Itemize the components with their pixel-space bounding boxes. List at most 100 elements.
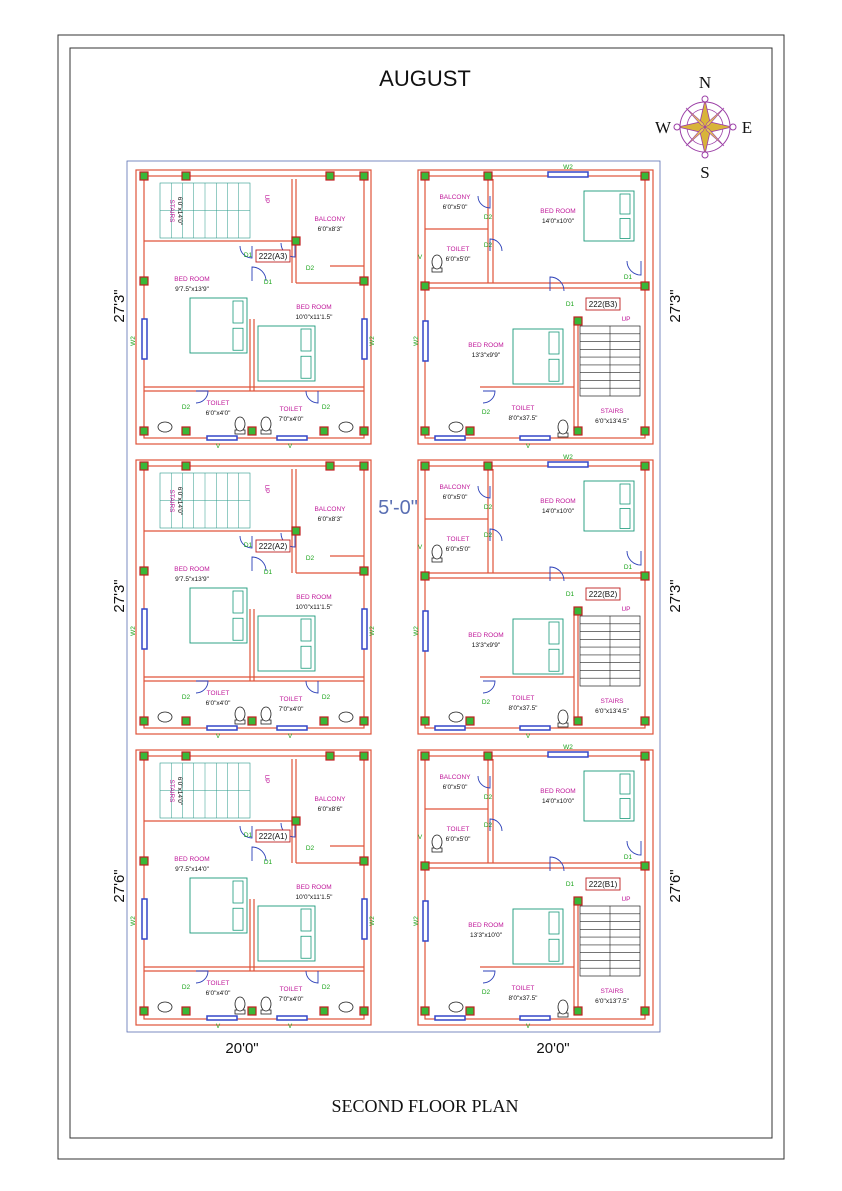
door-d1-tag: D1 — [624, 564, 633, 571]
door-d2-tag: D2 — [484, 794, 493, 801]
door-d2-tag: D2 — [482, 989, 491, 996]
door-swing — [477, 775, 491, 789]
bedroom1-label: BED ROOM — [174, 856, 209, 863]
stairs-icon — [579, 905, 641, 977]
toilet2-dimension: 7'0"x4'0" — [279, 996, 304, 1003]
basin-icon — [338, 711, 354, 723]
ventilator-tag: V — [216, 1023, 221, 1030]
toilet1-label: TOILET — [447, 826, 470, 833]
bedroom2-label: BED ROOM — [468, 342, 503, 349]
column-marker — [247, 1006, 257, 1016]
column-marker — [483, 171, 493, 181]
column-marker — [573, 426, 583, 436]
door-swing — [239, 245, 253, 259]
door-d1-tag: D1 — [244, 542, 253, 549]
column-marker — [420, 716, 430, 726]
bed-icon — [583, 480, 635, 532]
balcony-dimension: 6'0"x8'3" — [318, 516, 343, 523]
row3-right-height: 27'3" — [667, 289, 684, 322]
stairs-icon — [159, 472, 251, 529]
window-w2-tag: W2 — [413, 626, 420, 636]
toilet2-label: TOILET — [512, 985, 535, 992]
stairs-up-label: UP — [621, 316, 630, 323]
window — [519, 435, 551, 441]
compass-west: W — [655, 118, 672, 137]
window — [141, 318, 148, 360]
door-swing — [549, 566, 565, 582]
door-d2-tag: D2 — [484, 504, 493, 511]
row1-left-height: 27'6" — [111, 869, 128, 902]
stairs-label: STAIRS — [168, 780, 175, 804]
window — [141, 898, 148, 940]
column-marker — [573, 606, 583, 616]
stairs-label: STAIRS — [168, 200, 175, 224]
stairs-icon — [159, 762, 251, 819]
door-swing — [489, 238, 503, 252]
stairs-icon — [579, 325, 641, 397]
door-swing — [251, 556, 267, 572]
door-d2-tag: D2 — [322, 984, 331, 991]
column-marker — [465, 426, 475, 436]
toilet1-dimension: 6'0"x4'0" — [206, 700, 231, 707]
toilet1-dimension: 6'0"x4'0" — [206, 410, 231, 417]
column-marker — [483, 751, 493, 761]
stairs-dimension: 6'0"x13'7.5" — [595, 998, 630, 1005]
toilet-icon — [431, 254, 443, 273]
column-marker — [139, 716, 149, 726]
bed-icon — [583, 770, 635, 822]
bedroom1-dimension: 9'7.5"x13'9" — [175, 576, 210, 583]
door-swing — [305, 390, 319, 404]
door-swing — [626, 840, 642, 856]
balcony-label: BALCONY — [439, 484, 471, 491]
bed-icon — [257, 905, 316, 962]
ventilator-tag: V — [418, 834, 423, 841]
window — [422, 610, 429, 652]
window-w2-tag: W2 — [130, 916, 137, 926]
toilet1-dimension: 6'0"x4'0" — [206, 990, 231, 997]
column-marker — [359, 856, 369, 866]
window-w2-tag: W2 — [413, 916, 420, 926]
column-marker — [139, 461, 149, 471]
column-marker — [420, 751, 430, 761]
toilet2-label: TOILET — [512, 405, 535, 412]
bedroom1-label: BED ROOM — [540, 498, 575, 505]
toilet2-dimension: 8'0"x37.5" — [509, 995, 539, 1002]
toilet1-label: TOILET — [447, 246, 470, 253]
door-swing — [251, 846, 267, 862]
bedroom1-label: BED ROOM — [540, 788, 575, 795]
toilet2-label: TOILET — [280, 696, 303, 703]
window — [434, 1015, 466, 1021]
compass-north: N — [699, 73, 711, 92]
basin-icon — [157, 711, 173, 723]
column-marker — [139, 856, 149, 866]
toilet-icon — [234, 996, 246, 1015]
unit-tag-box — [255, 829, 291, 843]
unit-tag-box — [585, 587, 621, 601]
window — [434, 435, 466, 441]
ventilator-tag: V — [288, 443, 293, 450]
door-d2-tag: D2 — [182, 404, 191, 411]
column-marker — [181, 426, 191, 436]
unit-tag-box — [585, 877, 621, 891]
bedroom1-dimension: 14'0"x10'0" — [542, 218, 575, 225]
unit-tag-box — [255, 249, 291, 263]
column-marker — [573, 1006, 583, 1016]
unit-tag: 222(B1) — [589, 880, 618, 889]
door-swing — [482, 680, 496, 694]
door-d2-tag: D2 — [482, 409, 491, 416]
window — [206, 435, 238, 441]
column-marker — [420, 861, 430, 871]
column-marker — [640, 716, 650, 726]
column-marker — [359, 426, 369, 436]
door-d2-tag: D2 — [484, 242, 493, 249]
stairs-dimension: 6'0"x13'4.5" — [595, 708, 630, 715]
column-marker — [181, 1006, 191, 1016]
balcony-label: BALCONY — [314, 796, 346, 803]
door-d2-tag: D2 — [482, 699, 491, 706]
door-d2-tag: D2 — [484, 214, 493, 221]
column-marker — [181, 751, 191, 761]
column-marker — [181, 716, 191, 726]
ventilator-tag: V — [418, 544, 423, 551]
column-marker — [319, 426, 329, 436]
